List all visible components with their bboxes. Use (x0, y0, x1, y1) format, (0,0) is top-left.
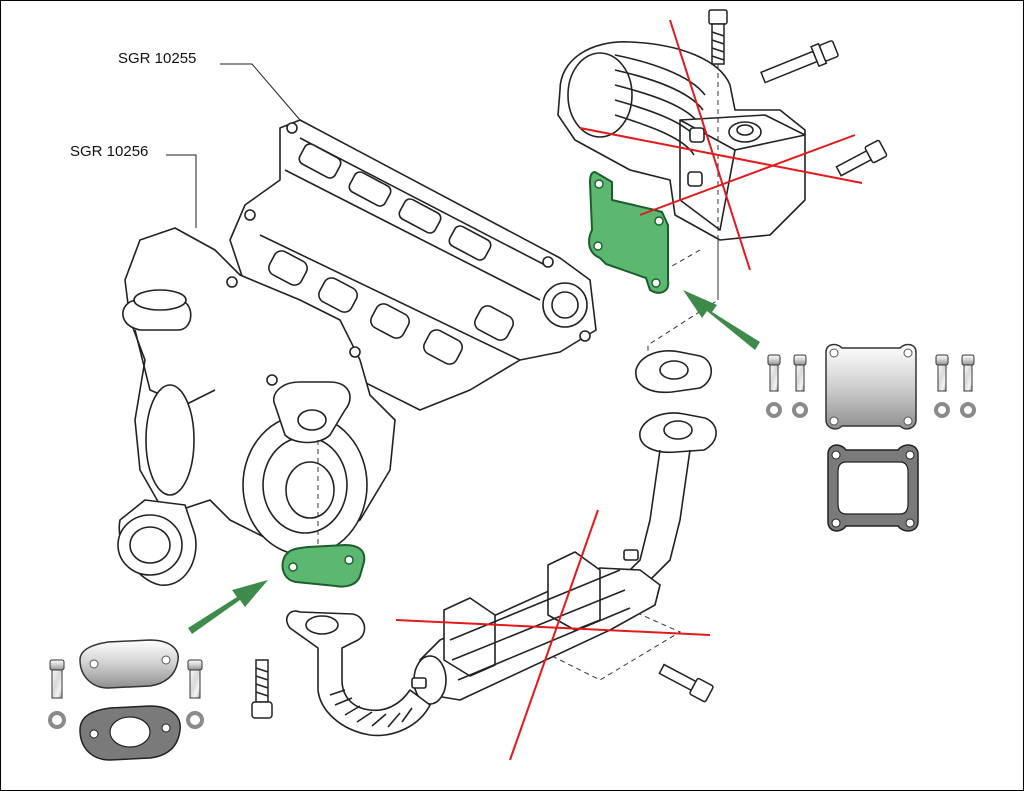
bolt-icon (658, 663, 714, 703)
egr-valve (557, 41, 806, 241)
bolt-icon (760, 40, 839, 84)
bolt-icon (187, 659, 203, 699)
blanking-plate-icon (825, 343, 917, 430)
bolt-icon (251, 659, 273, 719)
washer-icon (48, 711, 204, 729)
arrow-icon (683, 290, 760, 350)
bolt-icon (49, 659, 65, 699)
bolt-icon (835, 139, 888, 177)
bolt-icon (793, 354, 807, 392)
strike-through-mark (395, 19, 863, 761)
arrow-icon (188, 580, 268, 634)
bolt-icon (708, 9, 728, 65)
bolt-icon (767, 354, 781, 392)
blanking-plate-icon (79, 639, 179, 689)
egr-pipe (285, 350, 717, 737)
bolt-icon (935, 354, 949, 392)
egr-valve-gasket-highlight (588, 171, 670, 294)
part-label-sgr-10255: SGR 10255 (118, 50, 197, 67)
alignment-guides (317, 64, 719, 681)
bolt-icon (961, 354, 975, 392)
gasket-icon (827, 444, 919, 532)
label-leader-lines (166, 63, 301, 228)
washer-icon (766, 402, 976, 418)
gasket-icon (79, 705, 181, 761)
part-label-sgr-10256: SGR 10256 (70, 143, 149, 160)
turbocharger (117, 227, 396, 586)
turbo-flange-gasket-highlight (281, 544, 366, 588)
